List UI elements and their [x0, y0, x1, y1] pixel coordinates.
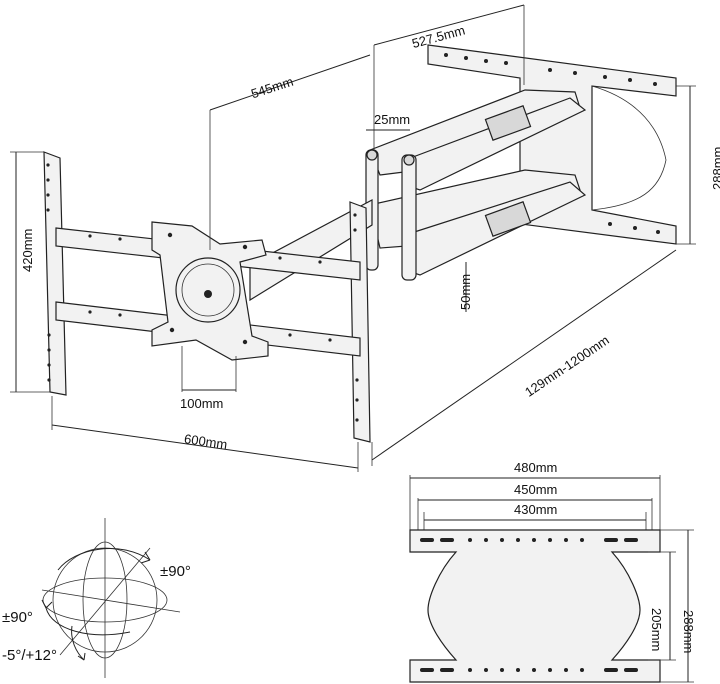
dim-center-spacing: 100mm — [180, 396, 223, 411]
detail-width-inner: 430mm — [514, 502, 557, 517]
dimension-lines — [10, 4, 696, 472]
dim-bracket-height: 420mm — [20, 229, 35, 272]
dim-wall-plate-height: 288mm — [710, 147, 720, 190]
dim-arm-thickness: 25mm — [374, 112, 410, 127]
bracket-holes — [46, 163, 359, 422]
rotation-diagram: ±90° ±90° -5°/+12° — [2, 518, 191, 678]
articulating-arms — [249, 89, 587, 302]
tv-bracket — [43, 151, 371, 443]
rotation-tilt: -5°/+12° — [2, 647, 57, 664]
detail-height-inner: 205mm — [649, 608, 664, 651]
detail-width-outer: 480mm — [514, 460, 557, 475]
rotation-swivel: ±90° — [160, 563, 191, 580]
dim-arm-span: 545mm — [249, 74, 295, 102]
dim-arm-gap: 50mm — [458, 274, 473, 310]
dim-bracket-width: 600mm — [183, 431, 228, 452]
rotation-rotate: ±90° — [2, 609, 33, 626]
wall-plate-detail: 480mm 450mm 430mm 288mm 205mm — [409, 460, 696, 683]
detail-height-outer: 288mm — [681, 610, 696, 653]
detail-slots — [420, 538, 638, 672]
dim-extension-range: 129mm-1200mm — [522, 332, 612, 399]
detail-width-middle: 450mm — [514, 482, 557, 497]
